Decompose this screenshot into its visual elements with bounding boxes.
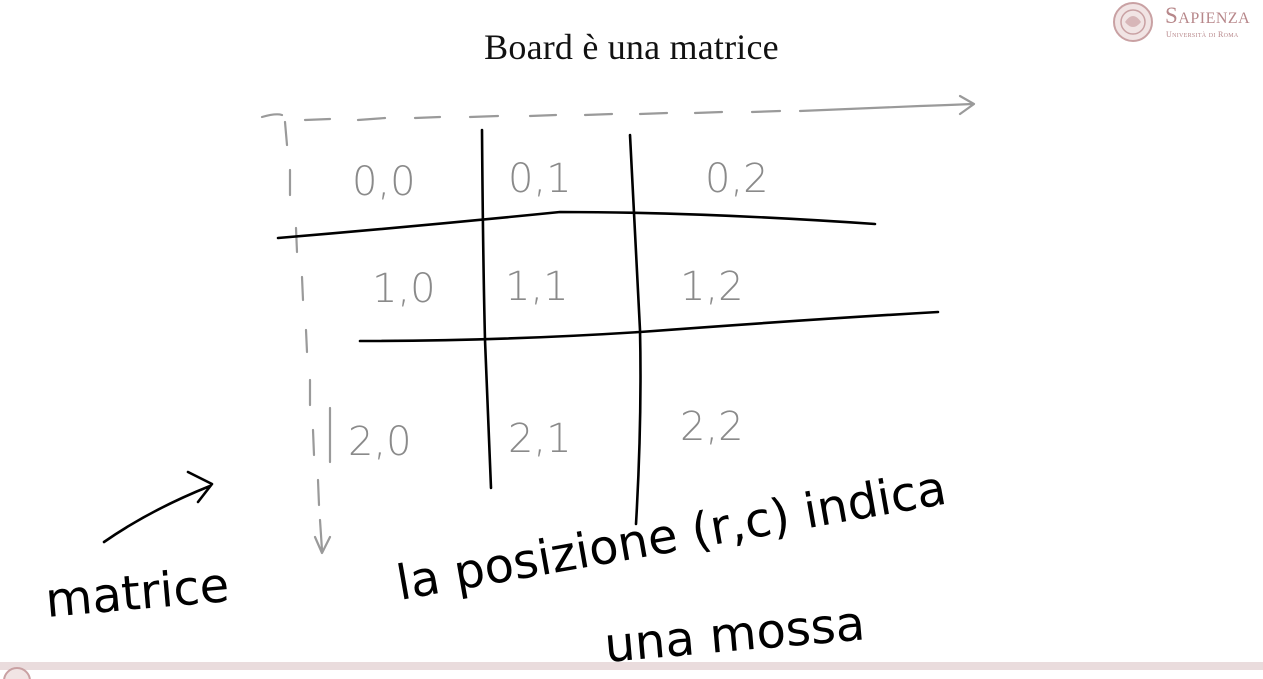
grid-line-vertical-1 bbox=[480, 128, 493, 490]
position-phrase: la posizione (r,c) indica bbox=[392, 460, 950, 612]
logo-subtitle: Università di Roma bbox=[1166, 30, 1239, 39]
grid-line-horizontal-1 bbox=[276, 210, 877, 240]
grid-line-vertical-2 bbox=[628, 133, 642, 526]
slide-title: Board è una matrice bbox=[484, 27, 779, 67]
logo-name: Sapienza bbox=[1165, 3, 1251, 28]
sapienza-logo: Sapienza Università di Roma bbox=[1108, 0, 1263, 46]
footer-bar bbox=[0, 662, 1263, 670]
matrice-label: matrice bbox=[43, 557, 231, 629]
matrice-pointer-arrow bbox=[102, 470, 214, 544]
row-axis-arrow bbox=[283, 120, 332, 555]
grid-line-horizontal-2 bbox=[358, 310, 940, 343]
matrix-cell: 0,2 bbox=[705, 156, 769, 202]
matrix-cell: 2,2 bbox=[680, 404, 744, 450]
matrix-cell: 1,2 bbox=[680, 264, 744, 310]
column-axis-arrow bbox=[260, 94, 976, 122]
matrix-cell: 0,0 bbox=[352, 159, 416, 205]
matrix-cell: 2,0 bbox=[348, 419, 412, 465]
matrix-cell: 2,1 bbox=[508, 416, 572, 462]
footer-seal-icon bbox=[0, 664, 34, 679]
university-seal-icon bbox=[1113, 2, 1153, 42]
matrix-cell: 1,0 bbox=[372, 266, 436, 312]
matrix-cell: 1,1 bbox=[505, 264, 569, 310]
matrix-cell: 0,1 bbox=[508, 156, 572, 202]
